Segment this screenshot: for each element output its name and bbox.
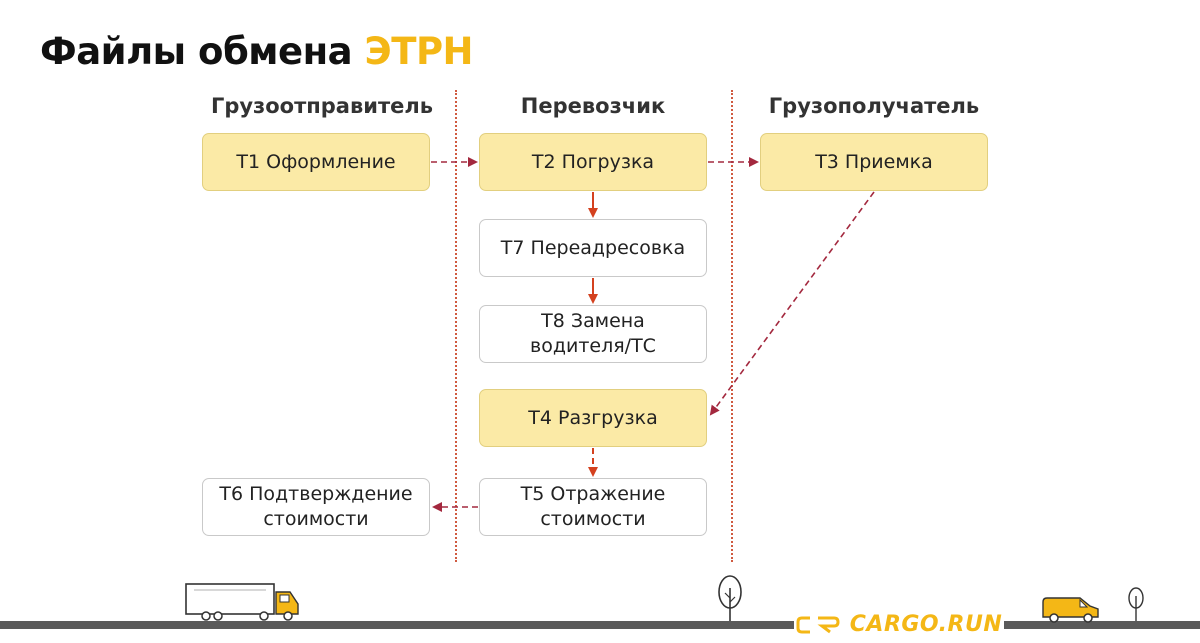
step-t1-box: Т1 Оформление xyxy=(202,133,430,191)
cargo-run-logo-mark-icon xyxy=(796,616,840,633)
small-tree-icon xyxy=(1128,587,1144,621)
step-t3-label: Т3 Приемка xyxy=(815,150,933,173)
step-t5-box: Т5 Отражение стоимости xyxy=(479,478,707,536)
step-t1-label: Т1 Оформление xyxy=(236,150,396,173)
column-divider-right xyxy=(731,90,733,562)
step-t2-label: Т2 Погрузка xyxy=(531,150,655,173)
column-header-carrier: Перевозчик xyxy=(520,94,666,118)
title-main: Файлы обмена xyxy=(40,30,353,73)
step-t3-box: Т3 Приемка xyxy=(760,133,988,191)
step-t5-label-line1: Т5 Отражение xyxy=(520,483,666,505)
step-t5-label-line2: стоимости xyxy=(540,508,646,530)
step-t8-box: Т8 Замена водителя/ТС xyxy=(479,305,707,363)
step-t6-label-line2: стоимости xyxy=(263,508,369,530)
arrow-t3-to-t4 xyxy=(709,191,875,416)
van-icon xyxy=(1042,597,1099,623)
step-t7-box: Т7 Переадресовка xyxy=(479,219,707,277)
page-title: Файлы обмена ЭТРН xyxy=(40,30,474,73)
column-divider-left xyxy=(455,90,457,562)
cargo-run-logo: CARGO.RUN xyxy=(794,606,1004,643)
step-t7-label: Т7 Переадресовка xyxy=(500,236,686,259)
step-t4-box: Т4 Разгрузка xyxy=(479,389,707,447)
step-t6-label-line1: Т6 Подтверждение xyxy=(219,483,413,505)
road-line xyxy=(0,621,1200,629)
step-t4-label: Т4 Разгрузка xyxy=(528,406,658,429)
step-t8-label-line1: Т8 Замена xyxy=(541,310,645,332)
column-header-consignee: Грузополучатель xyxy=(768,94,980,118)
truck-icon xyxy=(185,583,299,621)
step-t2-box: Т2 Погрузка xyxy=(479,133,707,191)
tree-icon xyxy=(718,575,742,621)
step-t6-box: Т6 Подтверждение стоимости xyxy=(202,478,430,536)
column-header-shipper: Грузоотправитель xyxy=(210,94,434,118)
title-accent: ЭТРН xyxy=(364,30,474,73)
cargo-run-logo-text: CARGO.RUN xyxy=(849,612,1003,637)
step-t8-label-line2: водителя/ТС xyxy=(530,335,656,357)
